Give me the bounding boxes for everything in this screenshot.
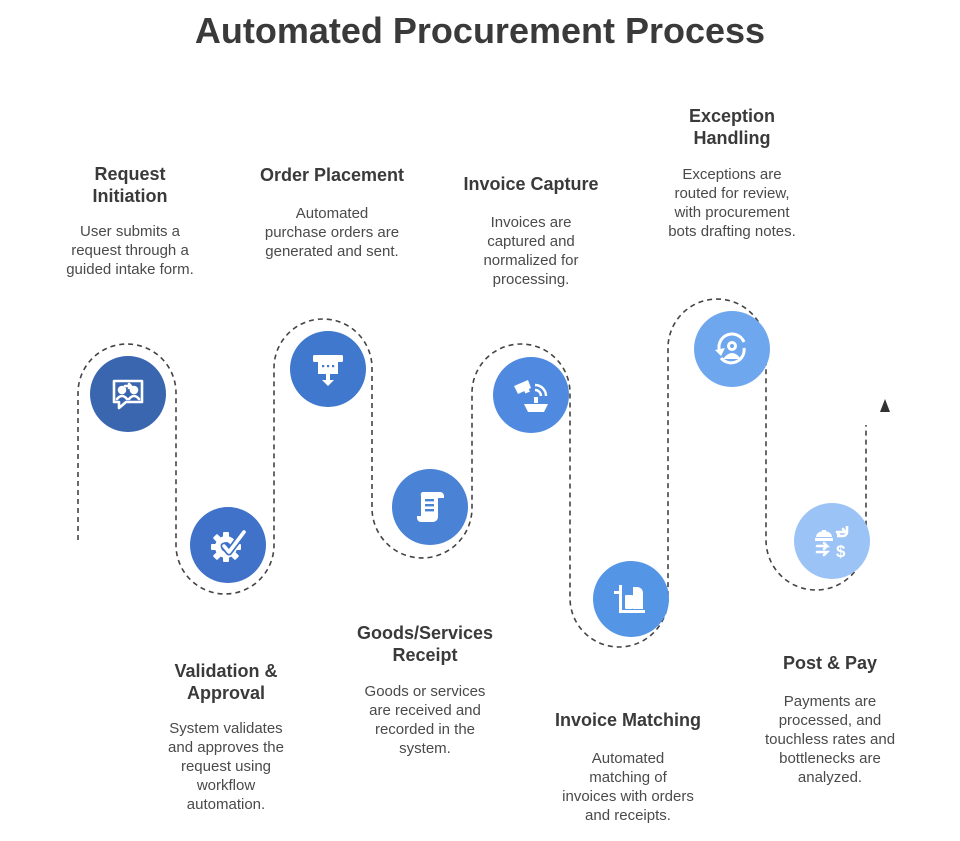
step-6-node (593, 561, 669, 637)
matching-box-icon (614, 585, 645, 613)
user-cycle-icon (715, 332, 746, 365)
step-7-label: Exception Handling (688, 106, 776, 148)
step-8-node: $ (794, 503, 870, 579)
chat-users-icon (112, 379, 144, 410)
step-5-node (493, 357, 569, 433)
step-7-node (694, 311, 770, 387)
page-title: Automated Procurement Process (194, 10, 766, 51)
step-2-description: System validates and approves the reques… (168, 720, 284, 813)
step-3-node (290, 331, 366, 407)
step-8-label: Post & Pay (782, 653, 878, 673)
step-6-label: Invoice Matching (554, 710, 702, 730)
receipt-scroll-icon (417, 492, 444, 522)
step-5-description: Invoices are captured and normalized for… (483, 214, 579, 288)
step-3-description: Automated purchase orders are generated … (264, 205, 400, 260)
scanner-capture-icon (514, 380, 548, 412)
arrow-head (880, 399, 890, 412)
step-1-label: Request Initiation (92, 164, 168, 206)
step-3-label: Order Placement (259, 165, 405, 185)
svg-text:$: $ (836, 542, 846, 561)
step-4-label: Goods/Services Receipt (356, 623, 494, 665)
order-machine-icon (313, 355, 343, 386)
gear-check-icon (211, 528, 248, 562)
payment-exchange-icon: $ (815, 526, 849, 561)
step-7-description: Exceptions are routed for review, with p… (668, 166, 796, 240)
step-1-description: User submits a request through a guided … (66, 223, 194, 278)
step-2-node (190, 507, 266, 583)
step-1-node (90, 356, 166, 432)
step-5-label: Invoice Capture (463, 174, 599, 194)
step-4-node (392, 469, 468, 545)
step-8-description: Payments are processed, and touchless ra… (764, 693, 896, 786)
step-2-label: Validation & Approval (174, 661, 278, 703)
step-6-description: Automated matching of invoices with orde… (562, 750, 694, 824)
dashed-connector (77, 298, 867, 648)
step-4-description: Goods or services are received and recor… (364, 683, 486, 757)
